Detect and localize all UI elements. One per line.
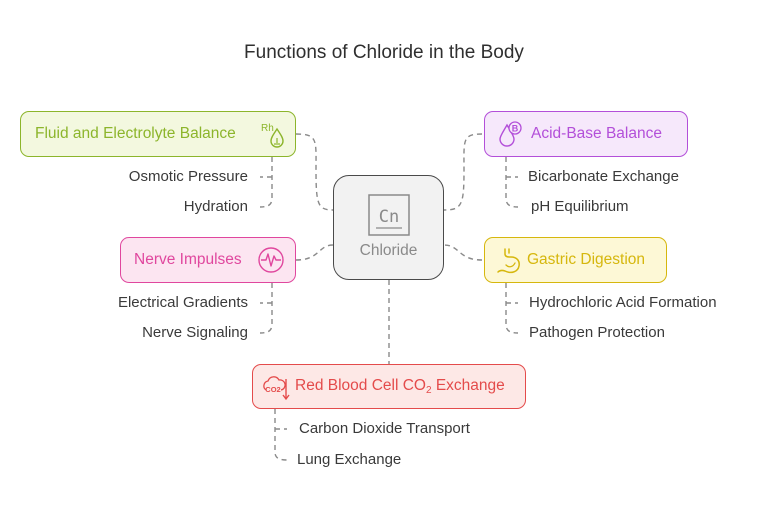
- sub-lung-exchange: Lung Exchange: [297, 451, 402, 468]
- node-nerve-label: Nerve Impulses: [134, 251, 242, 268]
- node-nerve-impulses[interactable]: Nerve Impulses: [120, 237, 296, 283]
- svg-text:Cn: Cn: [379, 207, 399, 227]
- diagram-title: Functions of Chloride in the Body: [244, 42, 524, 63]
- sub-hydrochloric-acid-formation: Hydrochloric Acid Formation: [529, 294, 717, 311]
- chloride-center-node[interactable]: Cn Chloride: [333, 175, 444, 280]
- rh-text: Rh: [261, 123, 274, 134]
- sub-carbon-dioxide-transport: Carbon Dioxide Transport: [299, 420, 470, 437]
- node-gastric-label: Gastric Digestion: [527, 251, 646, 268]
- connector-acid: [443, 133, 483, 211]
- co2-text: CO2: [265, 385, 280, 394]
- connector-nerve: [295, 244, 334, 261]
- heartbeat-icon: [257, 246, 285, 279]
- co2-exchange-icon: CO2: [261, 373, 291, 408]
- connector-gastric: [443, 244, 483, 261]
- rbc-label-sub: 2: [425, 385, 432, 396]
- rbc-label-prefix: Red Blood Cell CO: [295, 377, 426, 394]
- node-fluid-label: Fluid and Electrolyte Balance: [35, 125, 236, 142]
- sub-hydration: Hydration: [183, 198, 248, 215]
- node-rbc-co2-exchange[interactable]: CO2 Red Blood Cell CO2 Exchange: [252, 364, 526, 409]
- rbc-label-suffix: Exchange: [431, 377, 505, 394]
- branch-nerve: [259, 283, 273, 334]
- node-acid-label: Acid-Base Balance: [531, 125, 662, 142]
- connector-fluid: [295, 133, 334, 211]
- droplet-rh-icon: Rh: [259, 120, 289, 155]
- element-cn-icon: Cn: [368, 194, 410, 241]
- droplet-b-icon: B: [495, 119, 525, 154]
- branch-fluid: [259, 157, 273, 208]
- branch-gastric: [505, 283, 519, 334]
- node-gastric-digestion[interactable]: Gastric Digestion: [484, 237, 667, 283]
- sub-bicarbonate-exchange: Bicarbonate Exchange: [528, 168, 679, 185]
- svg-text:B: B: [512, 124, 519, 134]
- sub-nerve-signaling: Nerve Signaling: [142, 324, 248, 341]
- sub-electrical-gradients: Electrical Gradients: [117, 294, 248, 311]
- stomach-icon: [494, 246, 524, 281]
- sub-osmotic-pressure: Osmotic Pressure: [128, 168, 248, 185]
- branch-acid: [505, 157, 519, 208]
- node-acid-base[interactable]: B Acid-Base Balance: [484, 111, 688, 157]
- node-fluid-electrolyte[interactable]: Fluid and Electrolyte Balance Rh: [20, 111, 296, 157]
- branch-rbc: [274, 409, 288, 461]
- node-rbc-label: Red Blood Cell CO2 Exchange: [295, 377, 505, 396]
- center-label: Chloride: [359, 242, 418, 259]
- sub-ph-equilibrium: pH Equilibrium: [531, 198, 629, 215]
- sub-pathogen-protection: Pathogen Protection: [529, 324, 665, 341]
